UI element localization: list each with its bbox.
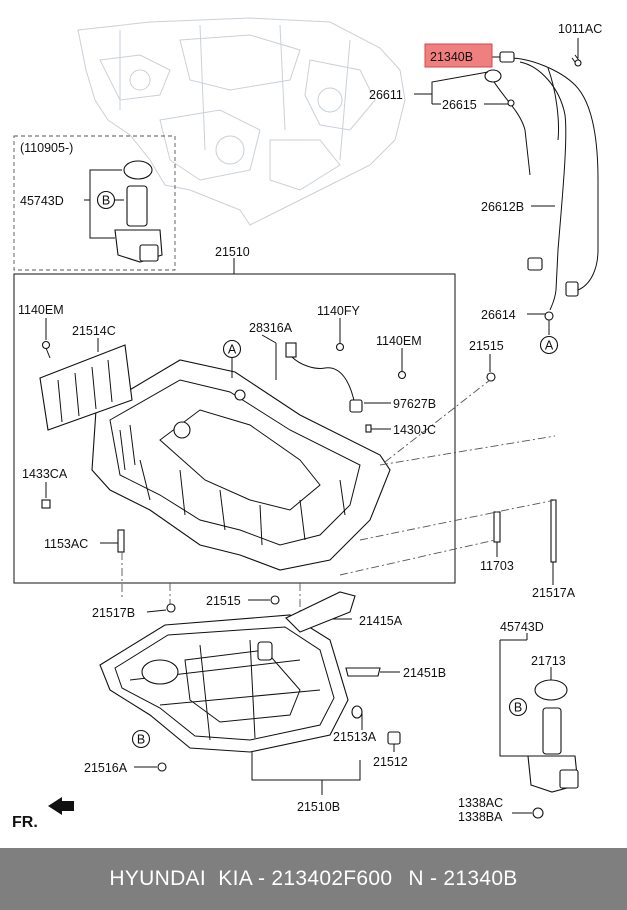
right-fasteners <box>339 354 557 585</box>
sensor-28316a <box>285 342 297 358</box>
drain-plug-21512 <box>387 731 401 745</box>
label-21340b: 21340B <box>430 50 473 64</box>
oil-level-sensor-body <box>126 185 148 227</box>
oil-pan-lower-body <box>99 614 349 753</box>
callout-b-bottom-text: B <box>514 701 522 715</box>
gasket-21451b <box>345 667 381 677</box>
label-21513a: 21513A <box>333 730 377 744</box>
label-21517b: 21517B <box>92 606 135 620</box>
footer-reference: N - 21340B <box>408 867 518 890</box>
label-21515-mid: 21515 <box>206 594 241 608</box>
label-1153ac: 1153AC <box>44 537 88 551</box>
pin-1153ac <box>117 529 125 553</box>
highlight-21340b <box>424 43 493 68</box>
sensor-97627b <box>349 399 363 413</box>
label-21512: 21512 <box>373 755 408 769</box>
label-26615: 26615 <box>442 98 477 112</box>
callout-a-inner-text: A <box>228 343 237 357</box>
sensor-o-ring <box>123 160 153 180</box>
label-21713: 21713 <box>531 654 566 668</box>
bracket <box>565 281 579 297</box>
stud-21517a <box>550 499 557 563</box>
dipstick-ring <box>484 69 502 83</box>
sensor-detail-box <box>13 135 176 271</box>
oil-pan-upper-box: A <box>13 258 456 584</box>
label-1011ac: 1011AC <box>558 22 602 36</box>
sensor-detail-bottom: B <box>499 633 579 819</box>
bolt-11703 <box>493 511 501 543</box>
part-labels: 1011AC 21340B 26611 26615 (110905-) 4574… <box>12 22 602 831</box>
label-1433ca: 1433CA <box>22 467 68 481</box>
label-21514c: 21514C <box>72 324 116 338</box>
label-1140em-left: 1140EM <box>18 303 64 317</box>
lower-oil-pan: B <box>99 591 401 795</box>
label-26611: 26611 <box>369 88 403 102</box>
engine-block-ghost <box>77 17 406 226</box>
bolt-1140em-right <box>397 370 407 380</box>
o-ring-21713 <box>534 679 568 701</box>
label-1140em-right: 1140EM <box>376 334 422 348</box>
leaders-top <box>414 38 579 335</box>
parts-diagram: A <box>12 17 602 831</box>
dipstick-handle <box>499 51 515 63</box>
label-45743d-bottom: 45743D <box>500 620 544 634</box>
label-21517a: 21517A <box>532 586 576 600</box>
bolt-1140fy <box>335 342 345 352</box>
label-21516a: 21516A <box>84 761 128 775</box>
bolt-1011ac <box>574 59 582 67</box>
label-1140fy: 1140FY <box>317 304 361 318</box>
dipstick-assembly <box>484 51 599 321</box>
callout-a-right-text: A <box>545 339 554 353</box>
label-21451b: 21451B <box>403 666 446 680</box>
callout-a-inner <box>222 339 242 359</box>
label-28316a: 28316A <box>249 321 293 335</box>
callout-b-lower-text: B <box>137 733 145 747</box>
label-21510: 21510 <box>215 245 250 259</box>
bolt-1140em-left <box>41 340 51 350</box>
label-110905: (110905-) <box>20 141 73 155</box>
front-arrow-icon <box>48 797 74 815</box>
bolt-1338 <box>532 807 544 819</box>
washer-21513a <box>351 705 363 719</box>
bolt-21517b <box>166 603 176 613</box>
callout-b-top-text: B <box>102 194 110 208</box>
callout-b-top <box>96 190 116 210</box>
callout-a-right <box>539 335 559 355</box>
label-21515-right: 21515 <box>469 339 504 353</box>
label-fr: FR. <box>12 814 38 831</box>
plug-1433ca <box>41 499 51 509</box>
label-1338ba: 1338BA <box>458 810 503 824</box>
bolt-21516a <box>157 762 167 772</box>
callout-b-bottom <box>508 697 528 717</box>
o-ring-26615 <box>507 99 515 107</box>
bolt-21515-right <box>486 372 496 382</box>
footer-banner: HYUNDAI KIA - 213402F600 N - 21340B <box>0 848 627 910</box>
o-ring-26614 <box>544 311 554 321</box>
label-11703: 11703 <box>480 559 514 573</box>
upper-oil-pan <box>91 359 391 571</box>
footer-brand-part-number: HYUNDAI KIA - 213402F600 <box>109 867 393 890</box>
label-1338ac: 1338AC <box>458 796 503 810</box>
baffle-21415a <box>285 591 356 633</box>
label-21415a: 21415A <box>359 614 403 628</box>
callout-b-lower <box>131 729 151 749</box>
bolt-21515-mid <box>270 595 280 605</box>
label-21510b: 21510B <box>297 800 340 814</box>
label-26614: 26614 <box>481 308 516 322</box>
bracket-2 <box>527 257 543 271</box>
label-26612b: 26612B <box>481 200 524 214</box>
label-45743d-top: 45743D <box>20 194 64 208</box>
label-97627b: 97627B <box>393 397 436 411</box>
label-1430jc: 1430JC <box>393 423 436 437</box>
